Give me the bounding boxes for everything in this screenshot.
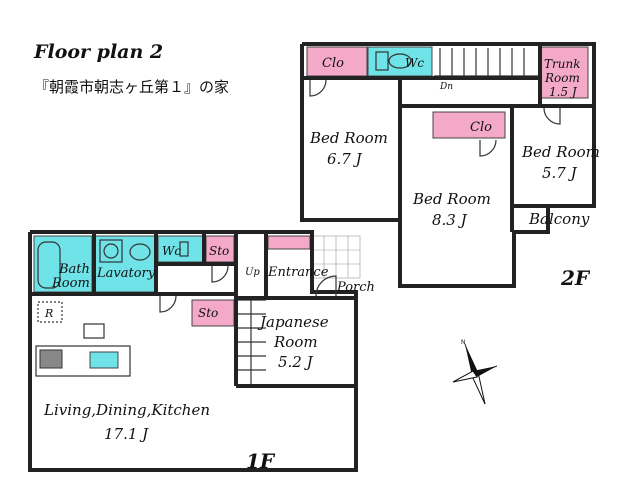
dining-table <box>83 323 105 339</box>
toilet-tank-1f <box>179 241 189 257</box>
ldk-size: 17.1 J <box>104 425 149 443</box>
door-bed1 <box>309 79 327 97</box>
storage-1f-mid-label: Sto <box>198 306 218 320</box>
trunk-room-label-2: Room <box>544 71 580 85</box>
compass-north-mark: N <box>461 339 466 346</box>
door-toilet <box>211 265 229 283</box>
fridge-label: R <box>44 307 53 320</box>
first-floor-label: 1F <box>246 449 276 473</box>
second-floor: Clo Wc Dn Trunk Room 1.5 J Bed Room 6.7 … <box>300 42 600 290</box>
plan-title: Floor plan 2 <box>33 41 163 63</box>
entrance-label: Entrance <box>267 265 329 280</box>
japanese-room-size: 5.2 J <box>278 353 314 371</box>
closet-2f-left <box>306 46 368 77</box>
second-floor-label: 2F <box>560 266 591 290</box>
toilet-bowl-2f <box>388 53 412 69</box>
lavatory-label: Lavatory <box>96 266 156 281</box>
bathtub <box>37 241 61 289</box>
toilet-tank-2f <box>375 51 389 71</box>
bath-room <box>33 235 93 293</box>
compass-rose-icon: N <box>452 339 498 405</box>
first-floor-outer-wall <box>28 230 358 472</box>
door-lavatory <box>159 295 177 313</box>
toilet-1f <box>157 235 205 263</box>
japanese-room-label-1: Japanese <box>257 313 329 331</box>
bath-label-1: Bath <box>58 262 90 277</box>
stove <box>39 349 63 369</box>
bed1-name: Bed Room <box>309 129 388 147</box>
first-floor: Bath Room Lavatory Wc Sto Up Entrance Po… <box>28 230 375 473</box>
bed2-name: Bed Room <box>412 190 491 208</box>
stairs-down-label: Dn <box>439 82 453 92</box>
japanese-room-label-2: Room <box>273 333 318 351</box>
balcony-label: Balcony <box>528 210 590 228</box>
bed1-size: 6.7 J <box>327 150 363 168</box>
bath-label-2: Room <box>51 276 90 291</box>
door-bed3 <box>543 107 561 125</box>
trunk-room-size: 1.5 J <box>549 85 578 99</box>
bed3-size: 5.7 J <box>542 164 578 182</box>
toilet-2f-label: Wc <box>405 56 424 70</box>
lavatory <box>93 235 157 293</box>
washing-machine <box>99 239 123 263</box>
kitchen-counter <box>35 345 131 377</box>
door-bed2 <box>479 139 497 157</box>
toilet-1f-label: Wc <box>162 244 181 258</box>
stairs-2f <box>434 48 538 77</box>
bed3-name: Bed Room <box>521 143 600 161</box>
trunk-room <box>540 46 589 99</box>
kitchen-sink <box>89 351 119 369</box>
trunk-room-label-1: Trunk <box>544 57 580 71</box>
storage-1f-top-label: Sto <box>209 244 229 258</box>
closet-2f-left-label: Clo <box>322 56 344 71</box>
washing-machine-drum <box>103 243 119 259</box>
storage-1f-mid <box>191 299 235 327</box>
door-entrance <box>315 275 337 297</box>
closet-2f-mid <box>432 111 506 139</box>
stairs-up-label: Up <box>245 267 260 278</box>
wash-basin <box>129 243 151 261</box>
closet-2f-mid-label: Clo <box>470 120 492 135</box>
shoe-storage <box>267 235 311 250</box>
porch-label: Porch <box>336 280 375 295</box>
fridge-space <box>37 301 63 323</box>
plan-subtitle: 『朝霞市朝志ヶ丘第１』の家 <box>34 78 229 96</box>
bed2-size: 8.3 J <box>432 211 468 229</box>
ldk-label: Living,Dining,Kitchen <box>43 401 210 419</box>
